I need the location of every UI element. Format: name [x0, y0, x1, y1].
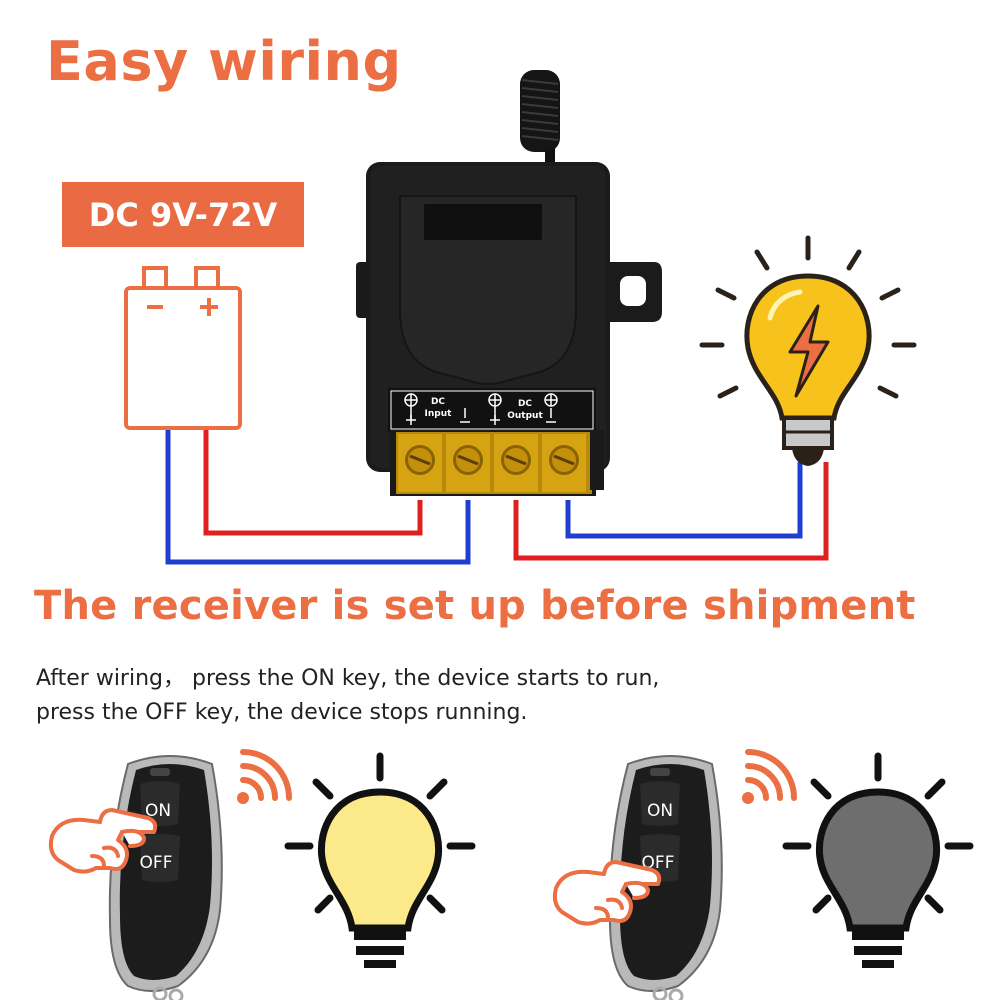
description-line-1: After wiring， press the ON key, the devi… [36, 666, 660, 691]
battery-icon [124, 266, 242, 430]
hand-pointer-icon-2 [552, 860, 662, 926]
hand-pointer-icon [48, 808, 158, 874]
terminal-screws [398, 434, 586, 492]
wire-battery-positive [203, 428, 423, 536]
section-subtitle: The receiver is set up before shipment [34, 583, 916, 629]
wire-battery-negative [165, 428, 471, 565]
output-label-dc: DC [518, 399, 532, 409]
output-label: Output [507, 411, 543, 421]
antenna-icon [520, 70, 560, 168]
lightbulb-on-icon [284, 752, 476, 968]
remote-control-icon-2: ON OFF [608, 755, 723, 1000]
wifi-signal-icon-2 [742, 749, 797, 804]
page-title: Easy wiring [46, 30, 402, 93]
remote1-on-label: ON [145, 801, 171, 821]
wire-output-positive [513, 462, 829, 561]
wifi-signal-icon [237, 749, 292, 804]
lightbulb-icon [699, 235, 917, 466]
wires [165, 428, 829, 565]
lightning-bolt-icon [788, 304, 830, 398]
input-label: Input [425, 409, 453, 419]
remote-control-icon: ON OFF [108, 755, 223, 1000]
voltage-badge: DC 9V-72V [62, 182, 304, 247]
wire-output-negative [565, 462, 803, 539]
input-label-dc: DC [431, 397, 445, 407]
remote1-off-label: OFF [140, 853, 173, 873]
receiver-module: DC Input DC Output [356, 162, 662, 496]
lightbulb-off-icon [782, 752, 974, 968]
remote2-on-label: ON [647, 801, 673, 821]
description-line-2: press the OFF key, the device stops runn… [36, 700, 528, 725]
